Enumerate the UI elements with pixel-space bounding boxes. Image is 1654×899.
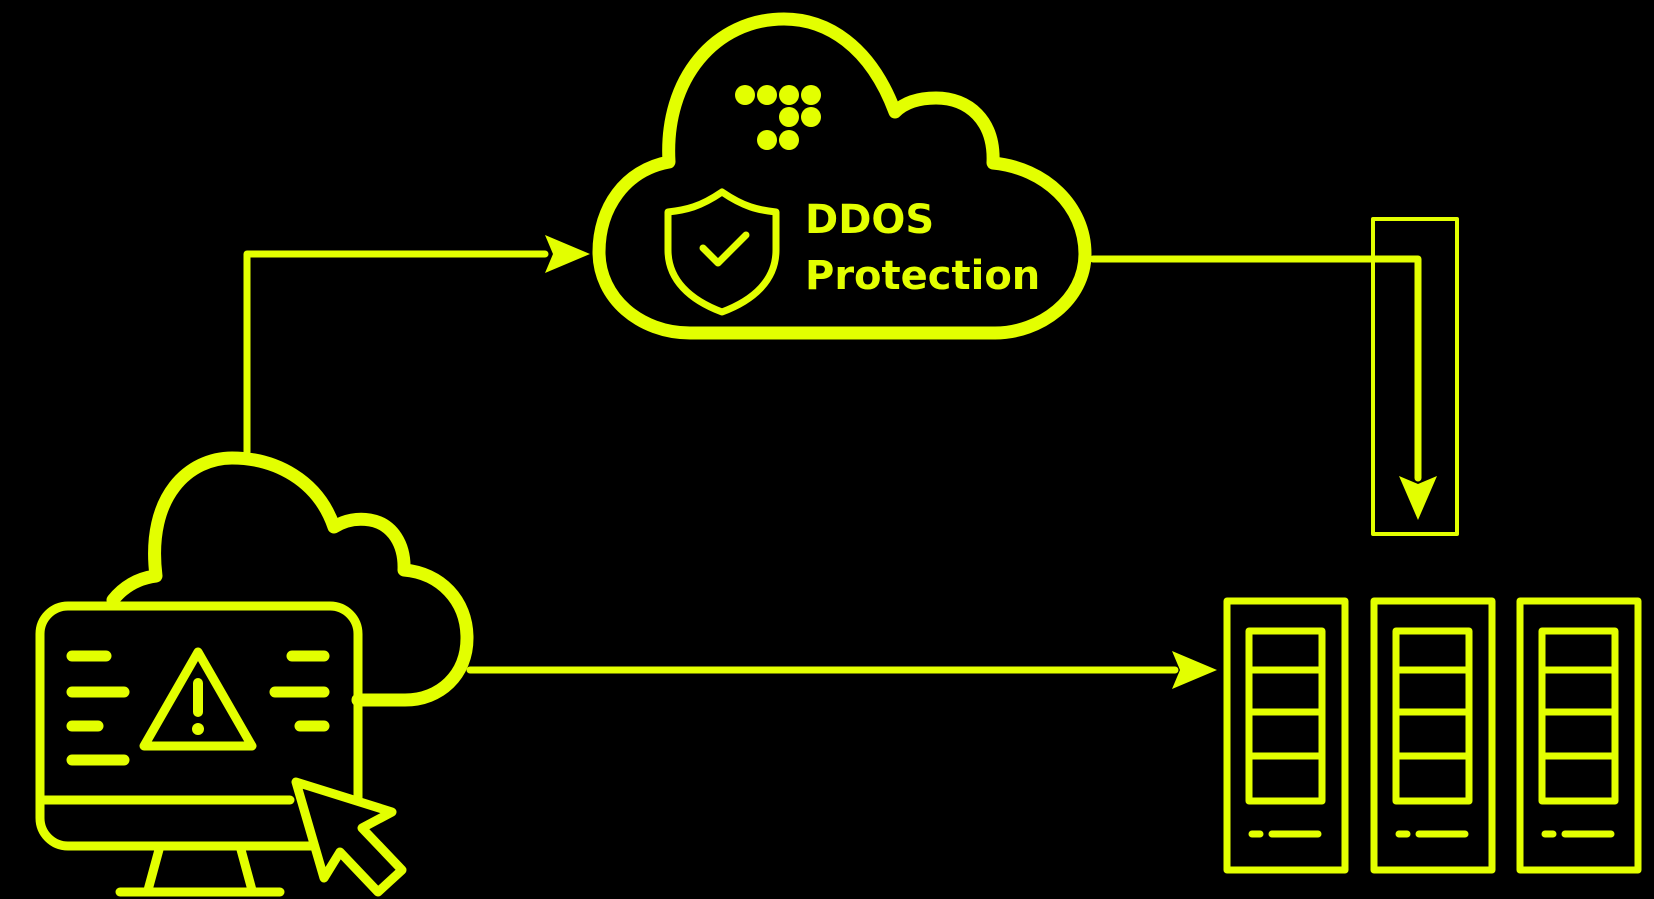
server-rack-icon <box>1516 597 1642 874</box>
mouse-cursor-icon <box>291 777 407 897</box>
attacked-computer-with-cloud-icon <box>35 451 474 897</box>
highlight-box <box>1371 217 1459 536</box>
computer-monitor-icon <box>35 601 363 897</box>
server-rack-group <box>1223 597 1642 874</box>
text-lines-right <box>269 650 330 732</box>
connector-cloud-to-servers <box>1089 217 1459 536</box>
connector-client-to-servers <box>466 651 1217 689</box>
client-cloud-outline <box>106 451 474 707</box>
text-lines-left <box>66 650 130 766</box>
server-rack-icon <box>1223 597 1349 874</box>
arrowhead-down-icon <box>1399 476 1437 520</box>
dot-grid-logo-icon <box>735 85 821 150</box>
cloud-label-line2: Protection <box>805 253 1040 299</box>
arrowhead-right-icon <box>545 235 590 273</box>
cloud-label-line1: DDOS <box>805 197 934 243</box>
ddos-protection-cloud: DDOS Protection <box>592 12 1092 340</box>
warning-triangle-icon <box>139 647 257 751</box>
connector-client-to-cloud <box>243 235 590 456</box>
server-rack-icon <box>1370 597 1496 874</box>
cloud-outline <box>592 12 1092 340</box>
shield-check-icon <box>664 188 780 316</box>
arrowhead-right-icon <box>1172 651 1217 689</box>
